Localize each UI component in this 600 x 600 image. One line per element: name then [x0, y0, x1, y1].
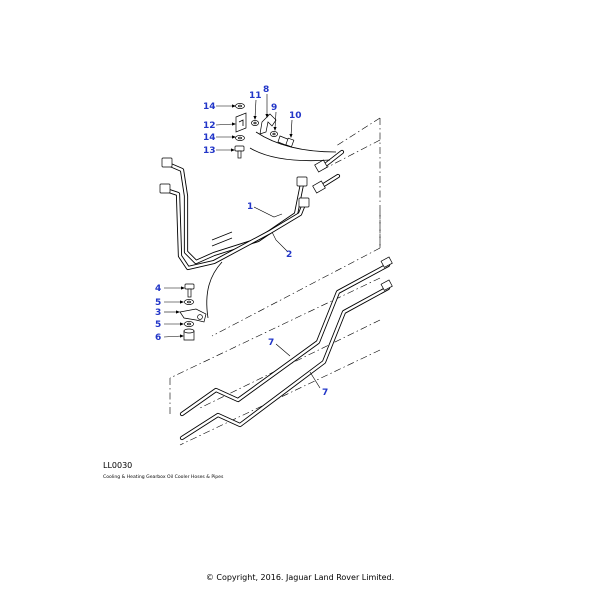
- callout-7-upper: 7: [268, 338, 274, 348]
- callout-10: 9: [271, 103, 277, 113]
- washer-upper-14: [235, 103, 245, 109]
- washer-lower-14: [235, 135, 245, 141]
- drawing-caption: Cooling & Heating Gearbox Oil Cooler Hos…: [103, 475, 224, 480]
- clip-8: [259, 113, 277, 135]
- drawing-code: LL0030: [103, 461, 133, 470]
- washer-5-lower: [184, 321, 194, 327]
- callout-13: 13: [203, 146, 216, 156]
- callout-3: 3: [155, 308, 161, 318]
- callout-7-lower: 7: [322, 388, 328, 398]
- callout-numbers: 14 11 8 9 10 12 14 13 1 2 4 5 3 5 6 7 7: [155, 85, 328, 398]
- bolt-9: [277, 135, 295, 148]
- pipe-union-lower: [312, 173, 341, 194]
- clip-sweep-line: [249, 147, 331, 162]
- bolt-13: [234, 145, 245, 159]
- hose-assembly-2: [159, 183, 310, 271]
- callout-5-upper: 5: [155, 298, 161, 308]
- lower-reference-outline: [169, 212, 381, 446]
- bracket-12: [235, 112, 247, 133]
- callout-12: 12: [203, 121, 216, 131]
- callout-11: 11: [249, 91, 262, 101]
- bolt-4: [184, 283, 195, 298]
- rigid-pipe-upper: [179, 256, 393, 417]
- leader-lines: [163, 94, 321, 389]
- clip-3: [179, 308, 207, 323]
- callout-4: 4: [155, 284, 161, 294]
- callout-1: 1: [247, 202, 253, 212]
- washer-11: [251, 120, 259, 126]
- washer-5-upper: [184, 299, 194, 305]
- rigid-pipe-lower: [179, 279, 393, 441]
- hose-assembly-1: [161, 157, 308, 265]
- callout-8: 8: [263, 85, 269, 95]
- clip-sweep-line-2: [255, 131, 337, 153]
- callout-14-upper: 14: [203, 102, 216, 112]
- spacer-6: [183, 328, 195, 341]
- washer-10: [270, 131, 278, 137]
- callout-9: 10: [289, 111, 302, 121]
- hose-routing-line: [206, 261, 223, 319]
- callout-6: 6: [155, 333, 161, 343]
- callout-14-lower: 14: [203, 133, 216, 143]
- pipe-union-upper: [314, 149, 345, 173]
- callout-2: 2: [286, 250, 292, 260]
- callout-5-lower: 5: [155, 320, 161, 330]
- upper-reference-outline: [211, 117, 381, 337]
- copyright-notice: © Copyright, 2016. Jaguar Land Rover Lim…: [205, 573, 395, 582]
